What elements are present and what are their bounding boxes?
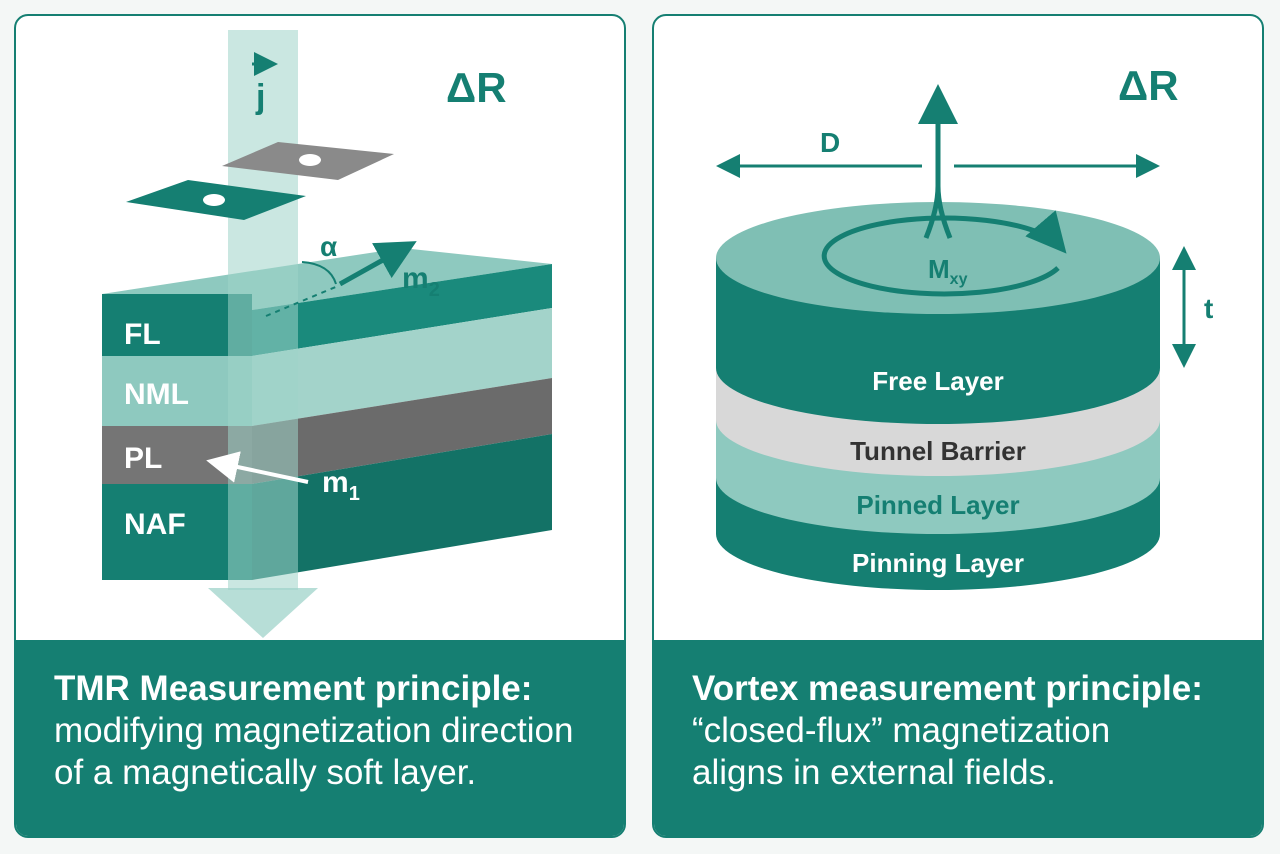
layer-nml-side (252, 308, 552, 426)
m1-arrow (206, 451, 309, 484)
vortex-caption: Vortex measurement principle: “closed-fl… (654, 640, 1262, 836)
tmr-caption-title: TMR Measurement principle: (54, 669, 533, 708)
free-layer-label: Free Layer (872, 366, 1004, 396)
layer-pl-label: PL (124, 442, 162, 475)
layer-naf-front (102, 484, 252, 580)
vortex-caption-title: Vortex measurement principle: (692, 669, 1203, 708)
alpha-label: α (320, 231, 337, 262)
m2-label: m2 (402, 262, 440, 301)
m2-arrow (338, 241, 417, 287)
tunnel-barrier-label: Tunnel Barrier (850, 436, 1026, 466)
pinning-layer-label: Pinning Layer (852, 548, 1024, 578)
layer-fl-side (252, 264, 552, 356)
diameter-label: D (820, 127, 840, 158)
gray-plate-hole (299, 154, 321, 166)
m2-reference-dashed-line (265, 285, 339, 317)
layer-nml-front (102, 356, 252, 426)
tmr-delta-r-label: ΔR (446, 64, 507, 111)
current-beam (228, 30, 298, 590)
vortex-panel: ΔR D t Mxy Free Layer Tunnel Barrier Pin… (652, 14, 1264, 838)
tmr-caption-line-1: modifying magnetization direction (54, 711, 574, 750)
tmr-panel: ΔR j α m2 m1 FL NML PL NAF TMR Measureme… (14, 14, 626, 838)
mxy-label: Mxy (928, 254, 968, 288)
alpha-angle-arc (301, 261, 337, 285)
layer-nml-label: NML (124, 378, 189, 411)
vortex-delta-r-label: ΔR (1118, 62, 1179, 109)
pinned-layer-label: Pinned Layer (856, 490, 1019, 520)
vortex-disk-diagram: ΔR D t Mxy Free Layer Tunnel Barrier Pin… (716, 62, 1213, 590)
layer-naf-label: NAF (124, 508, 186, 541)
layer-fl-label: FL (124, 318, 161, 351)
vortex-circulation-arrow (821, 210, 1067, 297)
current-arrow-head (208, 588, 318, 638)
teal-plate-hole (203, 194, 225, 206)
layer-pl-side (252, 378, 552, 484)
tmr-stack-diagram: ΔR j α m2 m1 FL NML PL NAF (102, 30, 552, 638)
vortex-caption-line-1: “closed-flux” magnetization (692, 711, 1111, 750)
layer-fl-front (102, 294, 252, 356)
tmr-caption-line-2: of a magnetically soft layer. (54, 753, 477, 792)
thickness-label: t (1204, 293, 1213, 324)
vortex-caption-line-2: aligns in external fields. (692, 753, 1056, 792)
j-label: j (255, 78, 265, 116)
tmr-caption: TMR Measurement principle: modifying mag… (16, 640, 624, 836)
layer-naf-side (252, 434, 552, 580)
m1-label: m1 (322, 466, 360, 505)
